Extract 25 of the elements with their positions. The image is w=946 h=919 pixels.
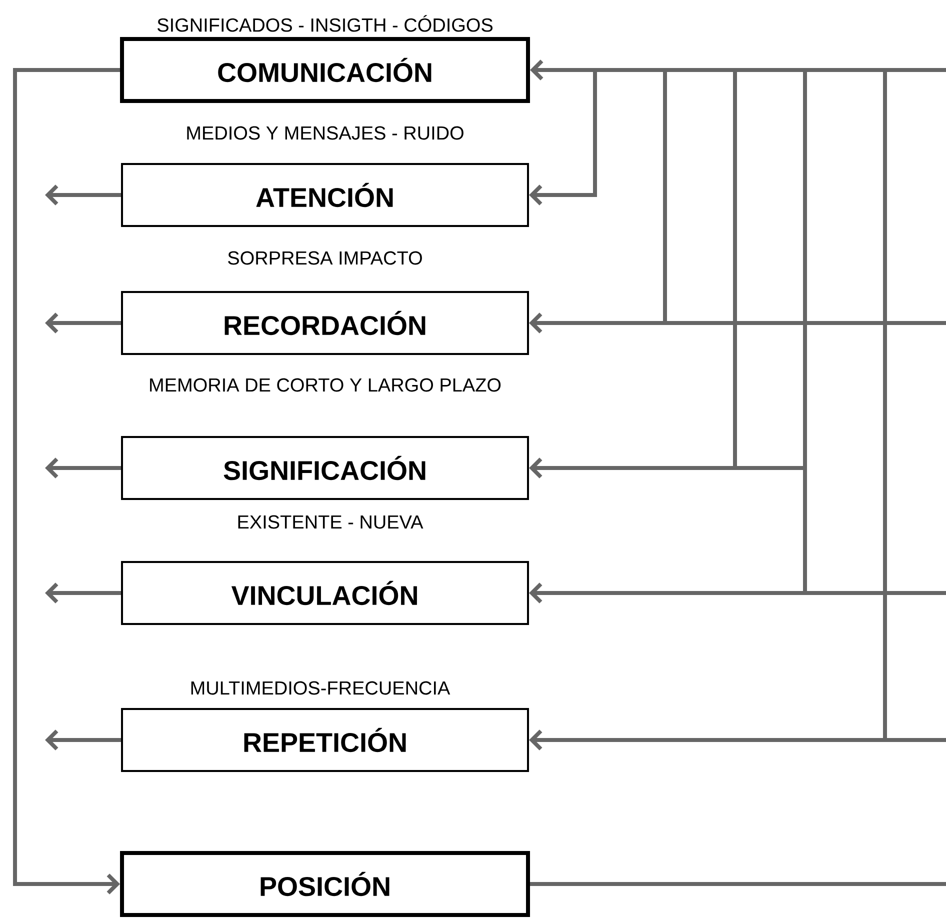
process-box: VINCULACIÓN (121, 561, 529, 625)
arrow (529, 458, 805, 478)
process-box: REPETICIÓN (121, 708, 529, 772)
process-box: RECORDACIÓN (121, 291, 529, 355)
arrow (45, 184, 121, 206)
arrow (529, 582, 946, 604)
caption-text: EXISTENTE - NUEVA (238, 515, 424, 529)
arrow (13, 68, 120, 894)
arrow (45, 582, 121, 604)
arrow (529, 184, 595, 206)
caption-text: MEMORIA DE CORTO Y LARGO PLAZO (150, 378, 501, 392)
process-box: POSICIÓN (120, 851, 530, 917)
arrow (45, 730, 121, 750)
caption-text: MEDIOS Y MENSAJES - RUIDO (187, 126, 464, 140)
caption-text: SIGNIFICADOS - INSIGTH - CÓDIGOS (158, 15, 492, 32)
arrow (45, 458, 121, 478)
caption-text: SORPRESA IMPACTO (228, 251, 422, 265)
process-box: ATENCIÓN (121, 163, 529, 227)
process-box: COMUNICACIÓN (120, 37, 530, 103)
arrow (530, 60, 946, 80)
caption-text: MULTIMEDIOS-FRECUENCIA (191, 681, 450, 695)
arrow (529, 730, 946, 750)
arrow (529, 312, 946, 334)
process-box: SIGNIFICACIÓN (121, 436, 529, 500)
arrow (45, 312, 121, 334)
